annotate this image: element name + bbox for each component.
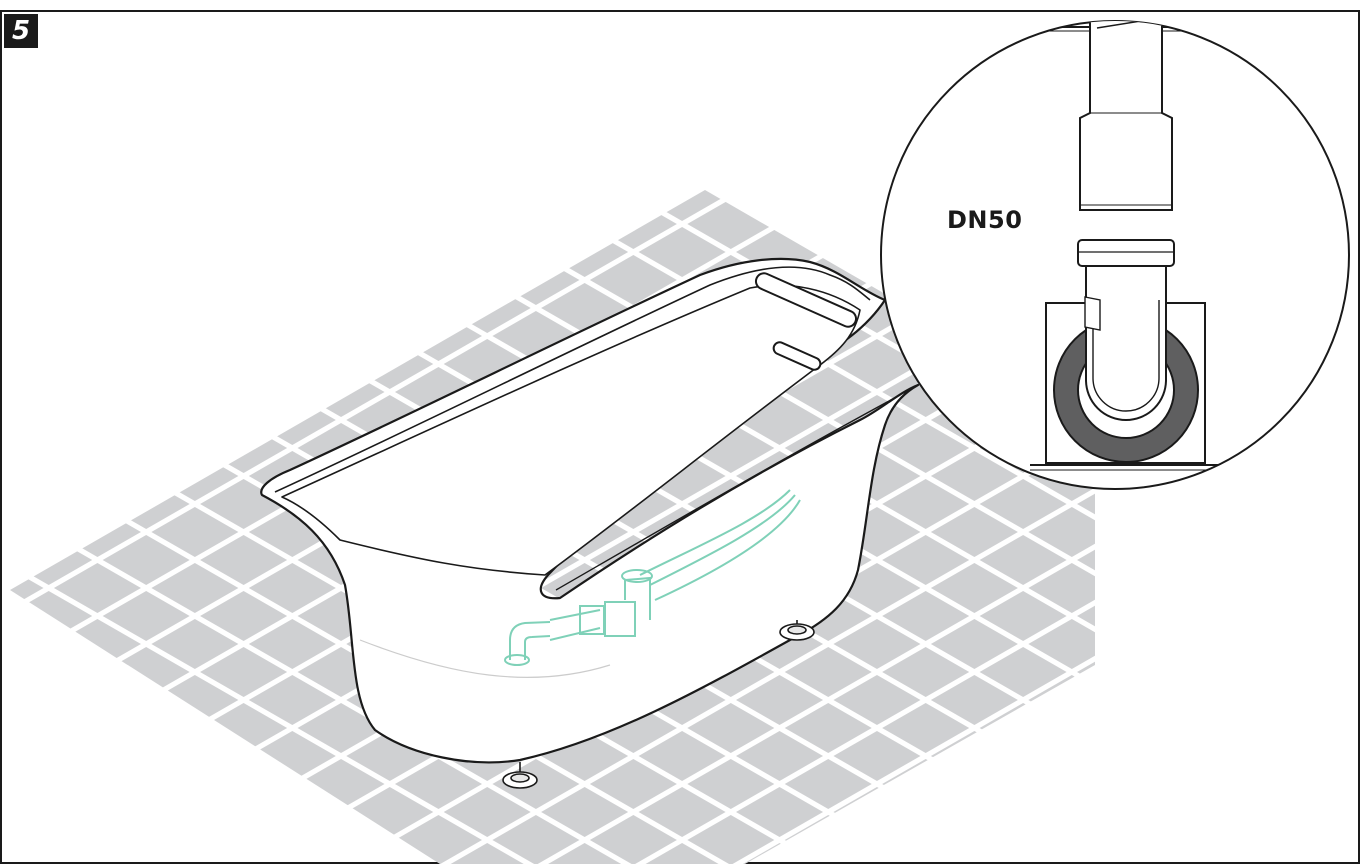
bathtub-rim: [274, 266, 871, 493]
step-number-badge: 5: [4, 14, 38, 48]
bathtub-contour: [359, 639, 611, 679]
overflow-slot-lower: [772, 341, 822, 371]
overflow-slot-upper: [754, 272, 858, 328]
bathtub-foot-right: [779, 620, 815, 641]
detail-upper-pipe: [1079, 21, 1173, 211]
pipe-diameter-label: DN50: [947, 206, 1023, 234]
bathtub-side-line: [555, 394, 901, 591]
detail-trap-cap: [1077, 239, 1175, 267]
detail-callout: [880, 20, 1350, 490]
bathtub: [260, 257, 920, 764]
drain-assembly: [504, 489, 801, 666]
bathtub-foot-left: [502, 762, 538, 789]
